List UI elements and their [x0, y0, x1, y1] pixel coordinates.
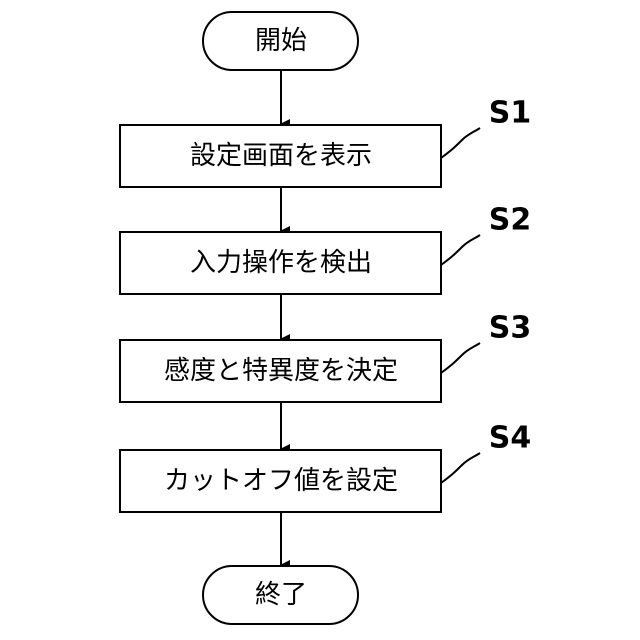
- step-s4-id: S4: [489, 421, 531, 456]
- step-s4-label: カットオフ値を設定: [164, 466, 398, 496]
- step-s3-leader: [441, 343, 480, 373]
- end-node: 終了: [203, 566, 358, 624]
- step-s2: 入力操作を検出 S2: [120, 203, 531, 295]
- step-s3-id: S3: [489, 311, 531, 346]
- step-s1-label: 設定画面を表示: [190, 141, 372, 171]
- step-s4-leader: [441, 453, 480, 483]
- step-s3-label: 感度と特異度を決定: [164, 356, 398, 386]
- step-s1-leader: [441, 128, 480, 158]
- start-label: 開始: [255, 26, 307, 56]
- step-s4: カットオフ値を設定 S4: [120, 421, 531, 513]
- step-s2-label: 入力操作を検出: [190, 248, 372, 278]
- step-s1-id: S1: [489, 96, 531, 131]
- step-s1: 設定画面を表示 S1: [120, 96, 531, 188]
- end-label: 終了: [255, 580, 307, 610]
- step-s2-id: S2: [489, 203, 531, 238]
- step-s3: 感度と特異度を決定 S3: [120, 311, 531, 403]
- step-s2-leader: [441, 235, 480, 265]
- start-node: 開始: [203, 12, 358, 70]
